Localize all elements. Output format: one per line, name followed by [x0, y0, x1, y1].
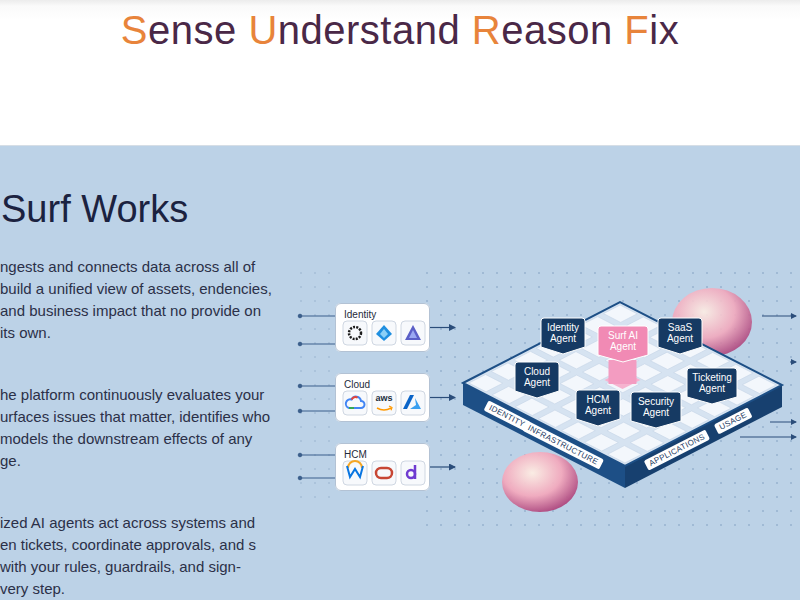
title-space — [237, 8, 249, 52]
agent-outline — [598, 326, 648, 362]
title-space — [460, 8, 472, 52]
slab-tile — [607, 422, 641, 439]
slab-tile — [469, 374, 503, 391]
body-text: he platform continuously evaluates your … — [0, 384, 272, 472]
agent-label: Identity Agent — [541, 318, 585, 354]
agent-outline — [541, 318, 585, 354]
title-space — [613, 8, 625, 52]
agent-label: Cloud Agent — [515, 362, 559, 398]
label-holder: ngests and connects data across all of b… — [0, 256, 272, 344]
logo-text: aws — [372, 393, 396, 403]
agent-label: Surf AI Agent — [598, 326, 648, 362]
agent-tag: HCM Agent — [576, 390, 620, 426]
flow-arrow — [430, 327, 455, 328]
title-initial: S — [121, 8, 148, 52]
label-holder: aws — [372, 393, 396, 403]
slab-tile — [650, 352, 684, 369]
title-initial: F — [624, 8, 649, 52]
core-column — [609, 360, 637, 384]
label-holder: he platform continuously evaluates your … — [0, 384, 272, 472]
agent-tag: Surf AI Agent — [598, 326, 648, 362]
slab-tile — [538, 410, 572, 427]
flow-arrow — [430, 466, 455, 467]
agent-tag: Security Agent — [631, 392, 681, 428]
slab-tile — [585, 434, 619, 451]
body-text: ngests and connects data across all of b… — [0, 256, 272, 344]
slab-tile — [696, 352, 730, 369]
slab-tile — [651, 376, 685, 393]
slab-tile — [559, 352, 593, 369]
title-rest: ense — [148, 8, 237, 52]
slab-tile — [630, 434, 664, 451]
source-box: HCM — [335, 443, 430, 491]
agent-outline — [687, 368, 737, 404]
title-rest: nderstand — [278, 8, 460, 52]
label-holder: ized AI agents act across systems and en… — [0, 512, 272, 600]
box-label: Cloud — [336, 374, 429, 390]
flow-arrow — [430, 397, 455, 398]
title-holder: Sense Understand Reason Fix — [0, 8, 800, 53]
title-initial: R — [472, 8, 501, 52]
slab-tile — [742, 376, 776, 393]
title-rest: ix — [649, 8, 679, 52]
page-title: Sense Understand Reason Fix — [0, 8, 800, 53]
agent-outline — [515, 362, 559, 398]
agent-tag: Identity Agent — [541, 318, 585, 354]
source-box: Identity — [335, 303, 430, 352]
agent-outline — [631, 392, 681, 428]
slab-left-face — [463, 383, 625, 488]
body-text: ized AI agents act across systems and en… — [0, 512, 272, 600]
slab-tile — [603, 305, 637, 322]
platform-slab: IDENTITYINFRASTRUCTUREAPPLICATIONSUSAGEI… — [455, 290, 785, 515]
box-label: HCM — [336, 444, 429, 460]
agent-outline — [658, 318, 702, 354]
title-initial: U — [248, 8, 277, 52]
slab-tile — [608, 446, 642, 463]
agent-label: SaaS Agent — [658, 318, 702, 354]
section-heading: Surf Works — [1, 186, 321, 232]
agent-label: HCM Agent — [576, 390, 620, 426]
label-holder: Surf Works — [1, 186, 321, 232]
agent-label: Ticketing Agent — [687, 368, 737, 404]
slab-top — [463, 302, 782, 466]
agent-tag: Cloud Agent — [515, 362, 559, 398]
agent-tag: SaaS Agent — [658, 318, 702, 354]
title-rest: eason — [501, 8, 612, 52]
agent-outline — [576, 390, 620, 426]
slab-tile — [515, 398, 549, 415]
box-label: Identity — [336, 304, 429, 320]
agent-label: Security Agent — [631, 392, 681, 428]
slab-tile — [561, 422, 595, 439]
agent-tag: Ticketing Agent — [687, 368, 737, 404]
